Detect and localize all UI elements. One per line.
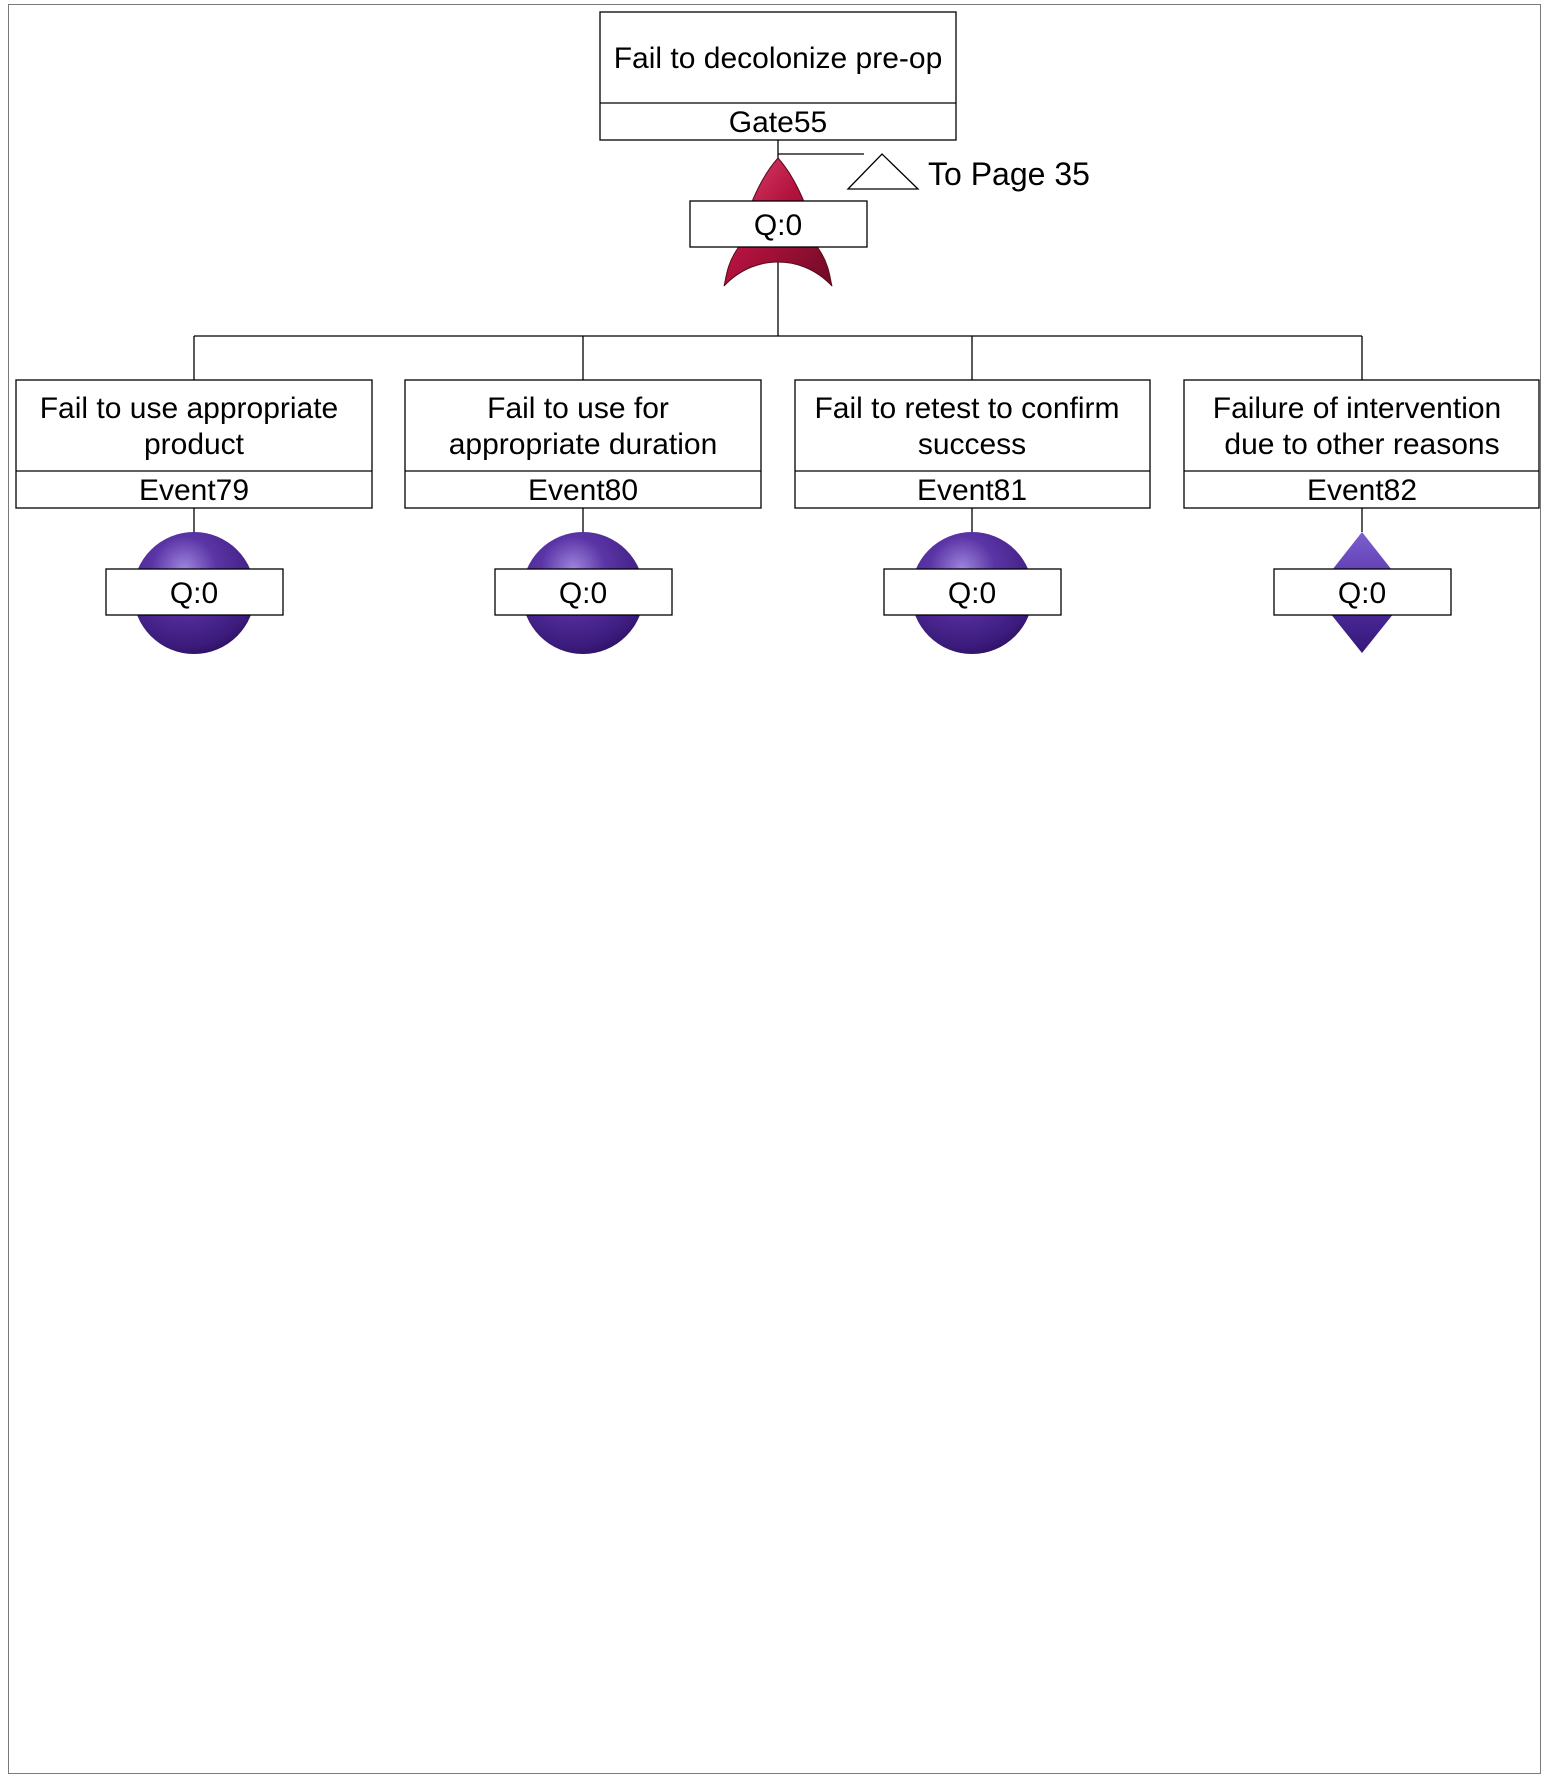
event-80-description-line-2: appropriate duration xyxy=(449,428,718,461)
event-81-q-value: Q:0 xyxy=(948,577,996,610)
event-81-id: Event81 xyxy=(917,474,1027,507)
event-81-q-box: Q:0 xyxy=(883,568,1062,616)
event-box-80[interactable]: Fail to use for appropriate duration Eve… xyxy=(404,379,762,509)
event-81-description-line-2: success xyxy=(918,428,1026,461)
event-80-q-box: Q:0 xyxy=(494,568,673,616)
event-79-id: Event79 xyxy=(139,474,249,507)
connector-lines xyxy=(193,140,1363,532)
event-81-description-line-1: Fail to retest to confirm xyxy=(814,392,1119,425)
event-box-81[interactable]: Fail to retest to confirm success Event8… xyxy=(794,379,1151,509)
top-gate-q-value: Q:0 xyxy=(754,209,802,242)
event-82-q-value: Q:0 xyxy=(1338,577,1386,610)
event-box-79[interactable]: Fail to use appropriate product Event79 xyxy=(15,379,373,509)
event-79-q-value: Q:0 xyxy=(170,577,218,610)
event-82-description-line-2: due to other reasons xyxy=(1224,428,1499,461)
top-gate-q-box: Q:0 xyxy=(689,200,868,248)
event-79-description-line-1: Fail to use appropriate xyxy=(40,392,339,425)
top-gate-box[interactable]: Fail to decolonize pre-op Gate55 xyxy=(599,11,957,141)
event-79-q-box: Q:0 xyxy=(105,568,284,616)
event-82-description-line-1: Failure of intervention xyxy=(1213,392,1502,425)
top-gate-description: Fail to decolonize pre-op xyxy=(614,42,943,75)
top-gate-id: Gate55 xyxy=(729,106,827,139)
event-80-description-line-1: Fail to use for xyxy=(487,392,669,425)
event-79-description-line-2: product xyxy=(144,428,245,461)
transfer-label: To Page 35 xyxy=(928,156,1090,192)
transfer-out-triangle[interactable] xyxy=(846,153,920,190)
event-80-id: Event80 xyxy=(528,474,638,507)
event-82-id: Event82 xyxy=(1307,474,1417,507)
event-box-82[interactable]: Failure of intervention due to other rea… xyxy=(1183,379,1540,509)
event-82-q-box: Q:0 xyxy=(1273,568,1452,616)
event-80-q-value: Q:0 xyxy=(559,577,607,610)
